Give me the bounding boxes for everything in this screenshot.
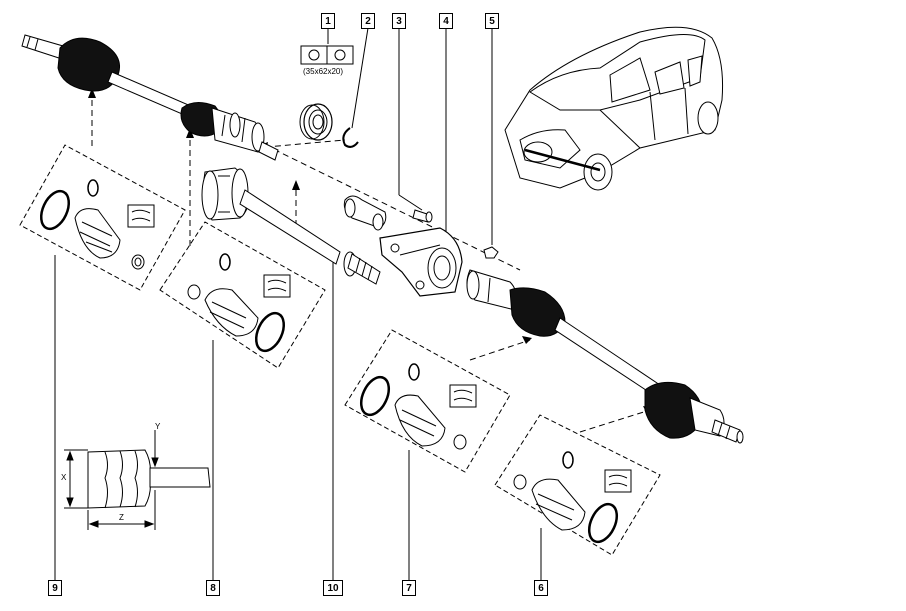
dimension-drawing bbox=[64, 430, 211, 530]
coupling bbox=[343, 195, 387, 231]
kit-box-9 bbox=[19, 144, 186, 291]
intermediate-shaft bbox=[201, 167, 381, 285]
kit-box-7 bbox=[344, 329, 511, 473]
left-driveshaft bbox=[21, 34, 279, 161]
dimension-y-label: Y bbox=[155, 422, 161, 431]
callout-7: 7 bbox=[402, 580, 416, 596]
callout-5: 5 bbox=[485, 13, 499, 29]
kit-box-8 bbox=[159, 221, 326, 369]
dimension-x-label: X bbox=[61, 473, 67, 482]
callout-9: 9 bbox=[48, 580, 62, 596]
callout-3: 3 bbox=[392, 13, 406, 29]
bearing bbox=[299, 103, 333, 141]
callout-8: 8 bbox=[206, 580, 220, 596]
bearing-symbol bbox=[300, 45, 354, 65]
callout-4: 4 bbox=[439, 13, 453, 29]
bearing-bracket bbox=[379, 227, 463, 297]
vehicle-illustration bbox=[504, 26, 724, 191]
kit-box-6 bbox=[494, 414, 661, 556]
dimension-z-label: Z bbox=[119, 513, 124, 522]
callout-2: 2 bbox=[361, 13, 375, 29]
callout-10: 10 bbox=[323, 580, 343, 596]
circlip bbox=[342, 127, 359, 148]
callout-1: 1 bbox=[321, 13, 335, 29]
leader-lines bbox=[54, 27, 542, 580]
callout-6: 6 bbox=[534, 580, 548, 596]
bolt bbox=[412, 209, 433, 223]
right-driveshaft bbox=[466, 269, 744, 444]
nut bbox=[483, 246, 499, 259]
bearing-spec-label: (35x62x20) bbox=[303, 67, 344, 76]
